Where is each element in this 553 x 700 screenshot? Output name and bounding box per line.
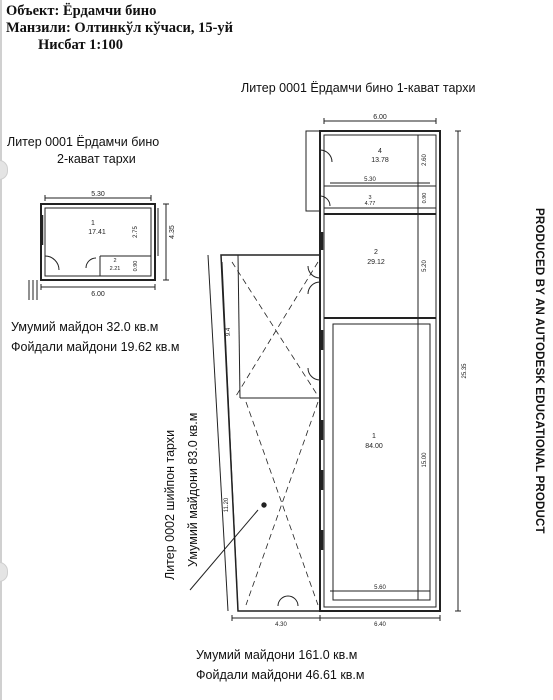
dim-bottom-right: 6.40	[374, 622, 386, 628]
second-floor-room1-num: 1	[91, 220, 95, 227]
second-floor-total-area: Умумий майдон 32.0 кв.м	[11, 320, 159, 334]
second-floor-room1-area: 17.41	[88, 229, 106, 236]
second-floor-useful-area: Фойдали майдони 19.62 кв.м	[11, 340, 180, 354]
dim-room4-w: 5.30	[364, 177, 376, 183]
dim-room1-w: 5.60	[374, 585, 386, 591]
room2-area: 29.12	[367, 259, 385, 266]
second-floor-dim-top: 5.30	[91, 191, 105, 198]
room2-num: 2	[374, 249, 378, 256]
dim-room1-h: 15.00	[422, 452, 428, 468]
object-title: Объект: Ёрдамчи бино	[6, 3, 157, 19]
dim-room3-h: 0.90	[422, 193, 428, 204]
second-floor-dim-right: 4.35	[169, 225, 176, 239]
second-floor-plan	[28, 195, 169, 300]
room4-num: 4	[378, 148, 382, 155]
dim-room2-h: 5.20	[422, 260, 428, 272]
room4-area: 13.78	[371, 157, 389, 164]
scale-line: Нисбат 1:100	[38, 37, 123, 53]
dim-shed-w: 9.4	[226, 327, 232, 336]
first-floor-title: Литер 0001 Ёрдамчи бино 1-кават тархи	[241, 81, 476, 95]
dim-shed-h: 11.20	[224, 497, 230, 512]
room3-area: 4.77	[365, 201, 376, 207]
second-floor-dim-bottom: 6.00	[91, 291, 105, 298]
dim-bottom-left: 4.30	[275, 622, 287, 628]
address-line: Манзили: Олтинкўл кўчаси, 15-уй	[6, 20, 234, 36]
shed-plan	[189, 254, 441, 621]
room1-area: 84.00	[365, 443, 383, 450]
first-floor-total-area: Умумий майдони 161.0 кв.м	[196, 648, 358, 662]
second-floor-dim-room1: 2.75	[133, 226, 139, 238]
second-floor-title-1: Литер 0001 Ёрдамчи бино	[7, 135, 160, 149]
first-floor-useful-area: Фойдали майдони 46.61 кв.м	[196, 668, 365, 682]
second-floor-dim-room2: 0.90	[133, 261, 139, 272]
second-floor-room2-area: 2.21	[110, 266, 121, 272]
room3-num: 3	[368, 195, 371, 201]
dim-room4-h: 2.60	[422, 154, 428, 166]
binder-edge	[0, 0, 2, 700]
second-floor-room2-num: 2	[113, 258, 116, 264]
first-floor-plan	[277, 118, 461, 612]
dim-total-h: 25.35	[462, 363, 468, 379]
room1-num: 1	[372, 433, 376, 440]
dim-top: 6.00	[373, 114, 387, 121]
second-floor-title-2: 2-кават тархи	[57, 152, 136, 166]
